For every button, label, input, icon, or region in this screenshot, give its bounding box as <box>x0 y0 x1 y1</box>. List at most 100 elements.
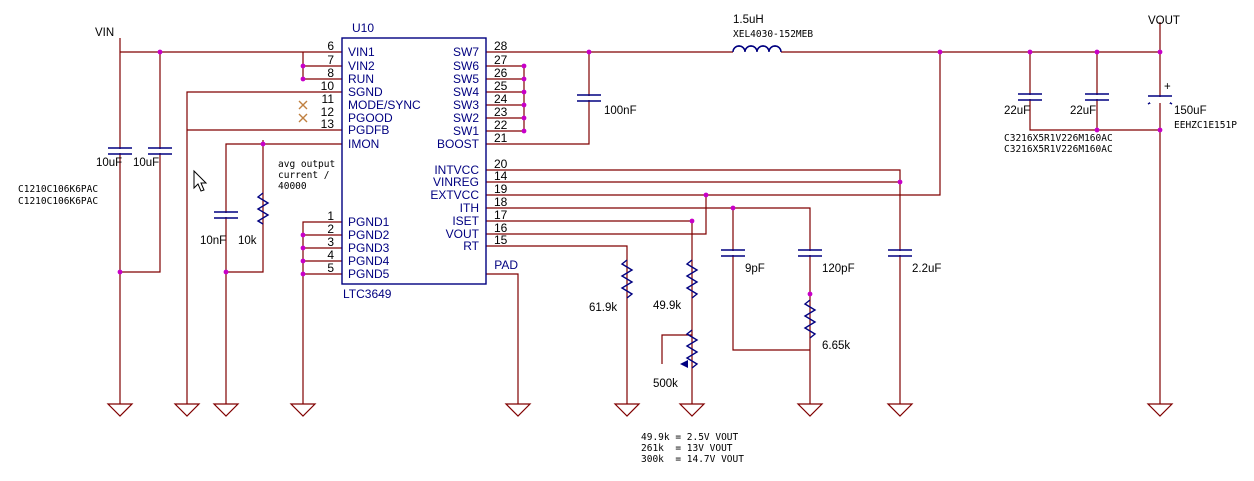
junction-dot <box>1157 127 1163 133</box>
pin-name: SW3 <box>453 98 479 112</box>
ground-symbols <box>106 403 1174 417</box>
ground-icon <box>289 403 317 417</box>
junction-dot <box>1094 127 1100 133</box>
label-c-boost: 100nF <box>604 105 637 117</box>
capacitor-c-boost <box>577 94 601 102</box>
label-c-ith-2: 120pF <box>822 263 855 275</box>
junction-dot <box>300 258 306 264</box>
capacitor-c-out-2 <box>1085 93 1109 101</box>
pin-name: IMON <box>348 137 379 151</box>
note-line-1: 49.9k = 2.5V VOUT <box>641 432 739 443</box>
pin-name: VINREG <box>433 175 479 189</box>
mouse-cursor-icon <box>193 169 208 192</box>
pin-number: 27 <box>494 53 508 67</box>
junction-dot <box>157 49 163 55</box>
pin-name: MODE/SYNC <box>348 98 421 112</box>
capacitor-c-out-1 <box>1018 93 1042 101</box>
resistor-r-rt <box>620 259 634 299</box>
junction-dot <box>897 179 903 185</box>
ic-body <box>341 37 487 285</box>
pin-name: ITH <box>460 201 479 215</box>
pin-name: RT <box>463 239 479 253</box>
junction-dot <box>300 245 306 251</box>
inductor-coil <box>732 45 782 53</box>
label-c-out-part-1: C3216X5R1V226M160AC <box>1004 133 1113 144</box>
pot-wiper-arrow-icon <box>680 360 688 368</box>
pin-name: PGND1 <box>348 215 390 229</box>
pin-name: PAD <box>494 258 518 272</box>
pin-number: 5 <box>327 261 334 275</box>
label-c-bulk-polarity: + <box>1164 81 1171 93</box>
label-inductor-part: XEL4030-152MEB <box>733 29 813 40</box>
capacitor-c-intvcc <box>888 249 912 257</box>
pin-number: 8 <box>327 66 334 80</box>
pin-number: 19 <box>494 182 508 196</box>
label-c-in-2: 10uF <box>133 157 159 169</box>
pin-number: 23 <box>494 105 508 119</box>
pin-number: 20 <box>494 157 508 171</box>
wires <box>119 22 1161 404</box>
pin-number: 17 <box>494 208 508 222</box>
resistor-r-imon <box>256 192 270 225</box>
pin-name: VOUT <box>446 227 480 241</box>
pin-name: RUN <box>348 72 374 86</box>
pin-name: VIN1 <box>348 45 375 59</box>
label-c-bulk: 150uF <box>1174 105 1207 117</box>
imon-note-line-3: 40000 <box>278 181 307 192</box>
no-connect-pgood-icon <box>298 113 308 123</box>
pin-name: PGOOD <box>348 111 393 125</box>
pin-name: SW2 <box>453 111 479 125</box>
resistor-r-ith <box>803 299 817 339</box>
pin-number: 14 <box>494 169 508 183</box>
pin-number: 7 <box>327 53 334 67</box>
net-label-vin: VIN <box>95 27 114 39</box>
pin-number: 21 <box>494 131 508 145</box>
label-pot-iset: 500k <box>653 378 678 390</box>
junction-dot <box>300 63 306 69</box>
ground-icon <box>212 403 240 417</box>
pin-number: 25 <box>494 79 508 93</box>
junction-dot <box>1027 49 1033 55</box>
pin-name: SW7 <box>453 45 479 59</box>
junction-dot <box>300 271 306 277</box>
capacitor-c-ith-2 <box>798 249 822 257</box>
component-symbols <box>108 45 1173 369</box>
pin-number: 28 <box>494 39 508 53</box>
label-r-rt: 61.9k <box>589 302 617 314</box>
label-c-in-1: 10uF <box>96 157 122 169</box>
no-connect-mode-sync-icon <box>298 100 308 110</box>
label-r-ith: 6.65k <box>822 340 850 352</box>
junction-dot <box>521 89 527 95</box>
capacitor-c-in-1 <box>108 147 132 155</box>
pin-number: 24 <box>494 92 508 106</box>
junction-dot <box>521 102 527 108</box>
label-inductor-value: 1.5uH <box>733 14 764 26</box>
label-c-intvcc: 2.2uF <box>912 263 941 275</box>
pin-name: SW5 <box>453 72 479 86</box>
pin-name: ISET <box>452 214 479 228</box>
junction-dot <box>521 115 527 121</box>
pin-name: SW4 <box>453 85 479 99</box>
junction-dot <box>730 205 736 211</box>
pin-name: INTVCC <box>434 163 479 177</box>
ground-icon <box>886 403 914 417</box>
pin-number: 15 <box>494 233 508 247</box>
capacitor-c-ith-1 <box>721 249 745 257</box>
resistor-r-iset <box>685 259 699 299</box>
pin-name: SW1 <box>453 124 479 138</box>
junction-dot <box>689 218 695 224</box>
pin-number: 13 <box>321 117 335 131</box>
label-c-ith-1: 9pF <box>745 263 765 275</box>
pin-name: PGND4 <box>348 254 390 268</box>
pin-name: PGND5 <box>348 267 390 281</box>
pin-name: VIN2 <box>348 59 375 73</box>
junction-dot <box>807 291 813 297</box>
capacitor-c-in-2 <box>148 147 172 155</box>
junction-dot <box>703 192 709 198</box>
junction-dot <box>521 76 527 82</box>
net-label-vout: VOUT <box>1148 15 1180 27</box>
cap-gaps <box>110 95 1170 255</box>
ground-icon <box>796 403 824 417</box>
label-c-in-part-1: C1210C106K6PAC <box>18 184 98 195</box>
